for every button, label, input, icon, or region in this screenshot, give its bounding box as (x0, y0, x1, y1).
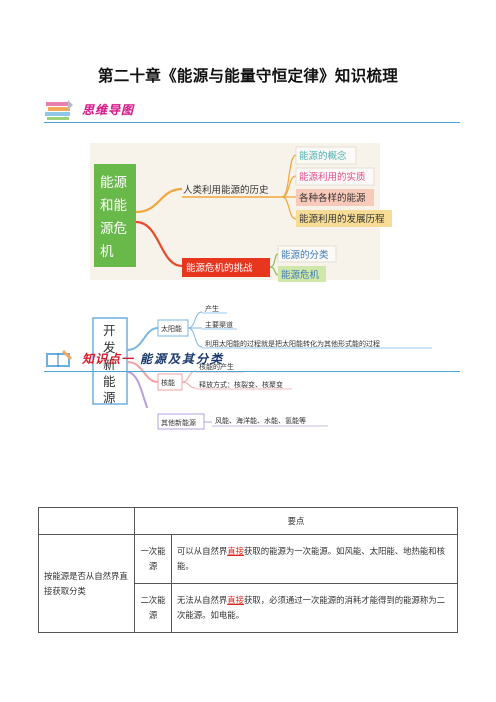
table-header-empty (38, 507, 135, 535)
mindmap2-solar-item2: 主要渠道 (205, 320, 233, 329)
keyword-direct: 直接 (227, 546, 244, 556)
definition-pre: 无法从自然界 (177, 595, 228, 605)
mind-map-badge: 思维导图 (82, 103, 135, 117)
table-row: 二次能源 无法从自然界直接获取，必须通过一次能源的消耗才能得到的能源称为二次能源… (39, 583, 458, 633)
mindmap2-root-c1: 开 (103, 323, 116, 338)
definition-cell-secondary: 无法从自然界直接获取，必须通过一次能源的消耗才能得到的能源称为二次能源。如电能。 (171, 583, 458, 633)
knowledge-point-header: 知识点一 能源及其分类 (44, 346, 460, 372)
table-row: 按能源是否从自然界直接获取分类 一次能源 可以从自然界直接获取的能源为一次能源。… (38, 534, 458, 633)
header-divider (44, 371, 460, 372)
definition-post: 获取的能源为一次能源。如风能、太阳能、地热能和核能。 (177, 546, 445, 571)
mindmap1-branch-history: 人类利用能源的历史 (183, 184, 269, 196)
mind-map-energy-crisis: 能源 和能 源危 机 人类利用能源的历史 能源的概念 能源利用的实质 各种各样的… (90, 143, 392, 282)
definition-pre: 可以从自然界 (177, 546, 228, 556)
mindmap1-branch-crisis: 能源危机的挑战 (186, 262, 253, 274)
mindmap2-branch-solar: 太阳能 (161, 324, 182, 333)
mindmap1-item-essence: 能源利用的实质 (299, 171, 366, 183)
mindmap1-item-classification: 能源的分类 (281, 249, 329, 261)
mindmap2-root-c2: 发 (103, 340, 116, 355)
mindmap2-nuclear-item2: 释放方式：核裂变、核聚变 (199, 380, 283, 389)
mindmap2-root-c5: 源 (103, 390, 116, 405)
mindmap1-item-types: 各种各样的能源 (299, 192, 366, 204)
mindmap1-root-line3: 源危 (100, 221, 127, 237)
mindmap2-root-c3: 新 (103, 357, 116, 372)
mindmap1-branch-crisis-box (182, 258, 270, 277)
keyword-direct: 直接 (227, 595, 244, 605)
mindmap1-root-line2: 和能 (100, 198, 127, 214)
knowledge-table: 要点 按能源是否从自然界直接获取分类 一次能源 可以从自然界直接获取的能源为一次… (38, 507, 458, 633)
mindmap2-root-c4: 能 (103, 374, 116, 389)
book-pencil-icon (46, 350, 72, 367)
definition-cell-primary: 可以从自然界直接获取的能源为一次能源。如风能、太阳能、地热能和核能。 (171, 534, 458, 584)
mindmap2-branch-nuclear: 核能 (161, 378, 175, 387)
table-header-row: 要点 (38, 507, 458, 535)
table-header-cell: 要点 (134, 507, 458, 535)
mindmap1-root-line1: 能源 (100, 175, 127, 191)
mindmap1-item-crisis: 能源危机 (281, 269, 320, 281)
mind-map-new-energy: 开 发 新 能 源 太阳能 产生 主要渠道 利用太阳能的过程就是把太阳能转化为其… (92, 304, 432, 408)
mindmap1-root-box (94, 164, 136, 267)
books-icon (45, 100, 73, 120)
category-cell: 按能源是否从自然界直接获取分类 (38, 534, 135, 633)
mindmap2-other-item1: 风能、海洋能、水能、氢能等 (215, 416, 306, 425)
type-cell-primary: 一次能源 (134, 534, 172, 584)
header-divider (44, 122, 460, 123)
definition-post: 获取，必须通过一次能源的消耗才能得到的能源称为二次能源。如电能。 (177, 595, 445, 620)
mindmap1-item-concept: 能源的概念 (299, 150, 347, 162)
knowledge-point-title: 能源及其分类 (140, 352, 225, 366)
mindmap2-solar-item3: 利用太阳能的过程就是把太阳能转化为其他形式能的过程 (205, 339, 380, 348)
type-cell-secondary: 二次能源 (134, 583, 172, 633)
mind-map-header: 思维导图 (44, 97, 460, 123)
knowledge-point-badge: 知识点一 (82, 352, 135, 366)
mindmap1-item-history: 能源利用的发展历程 (299, 213, 385, 225)
mindmap2-solar-item1: 产生 (205, 304, 219, 313)
document-title: 第二十章《能源与能量守恒定律》知识梳理 (97, 66, 399, 85)
mindmap2-branch-other: 其他新能源 (161, 418, 196, 427)
mind-map-new-energy-other: 其他新能源 风能、海洋能、水能、氢能等 (157, 413, 328, 430)
mindmap2-nuclear-item1: 核能的产生 (199, 362, 234, 371)
mindmap1-root-line4: 机 (100, 244, 114, 260)
